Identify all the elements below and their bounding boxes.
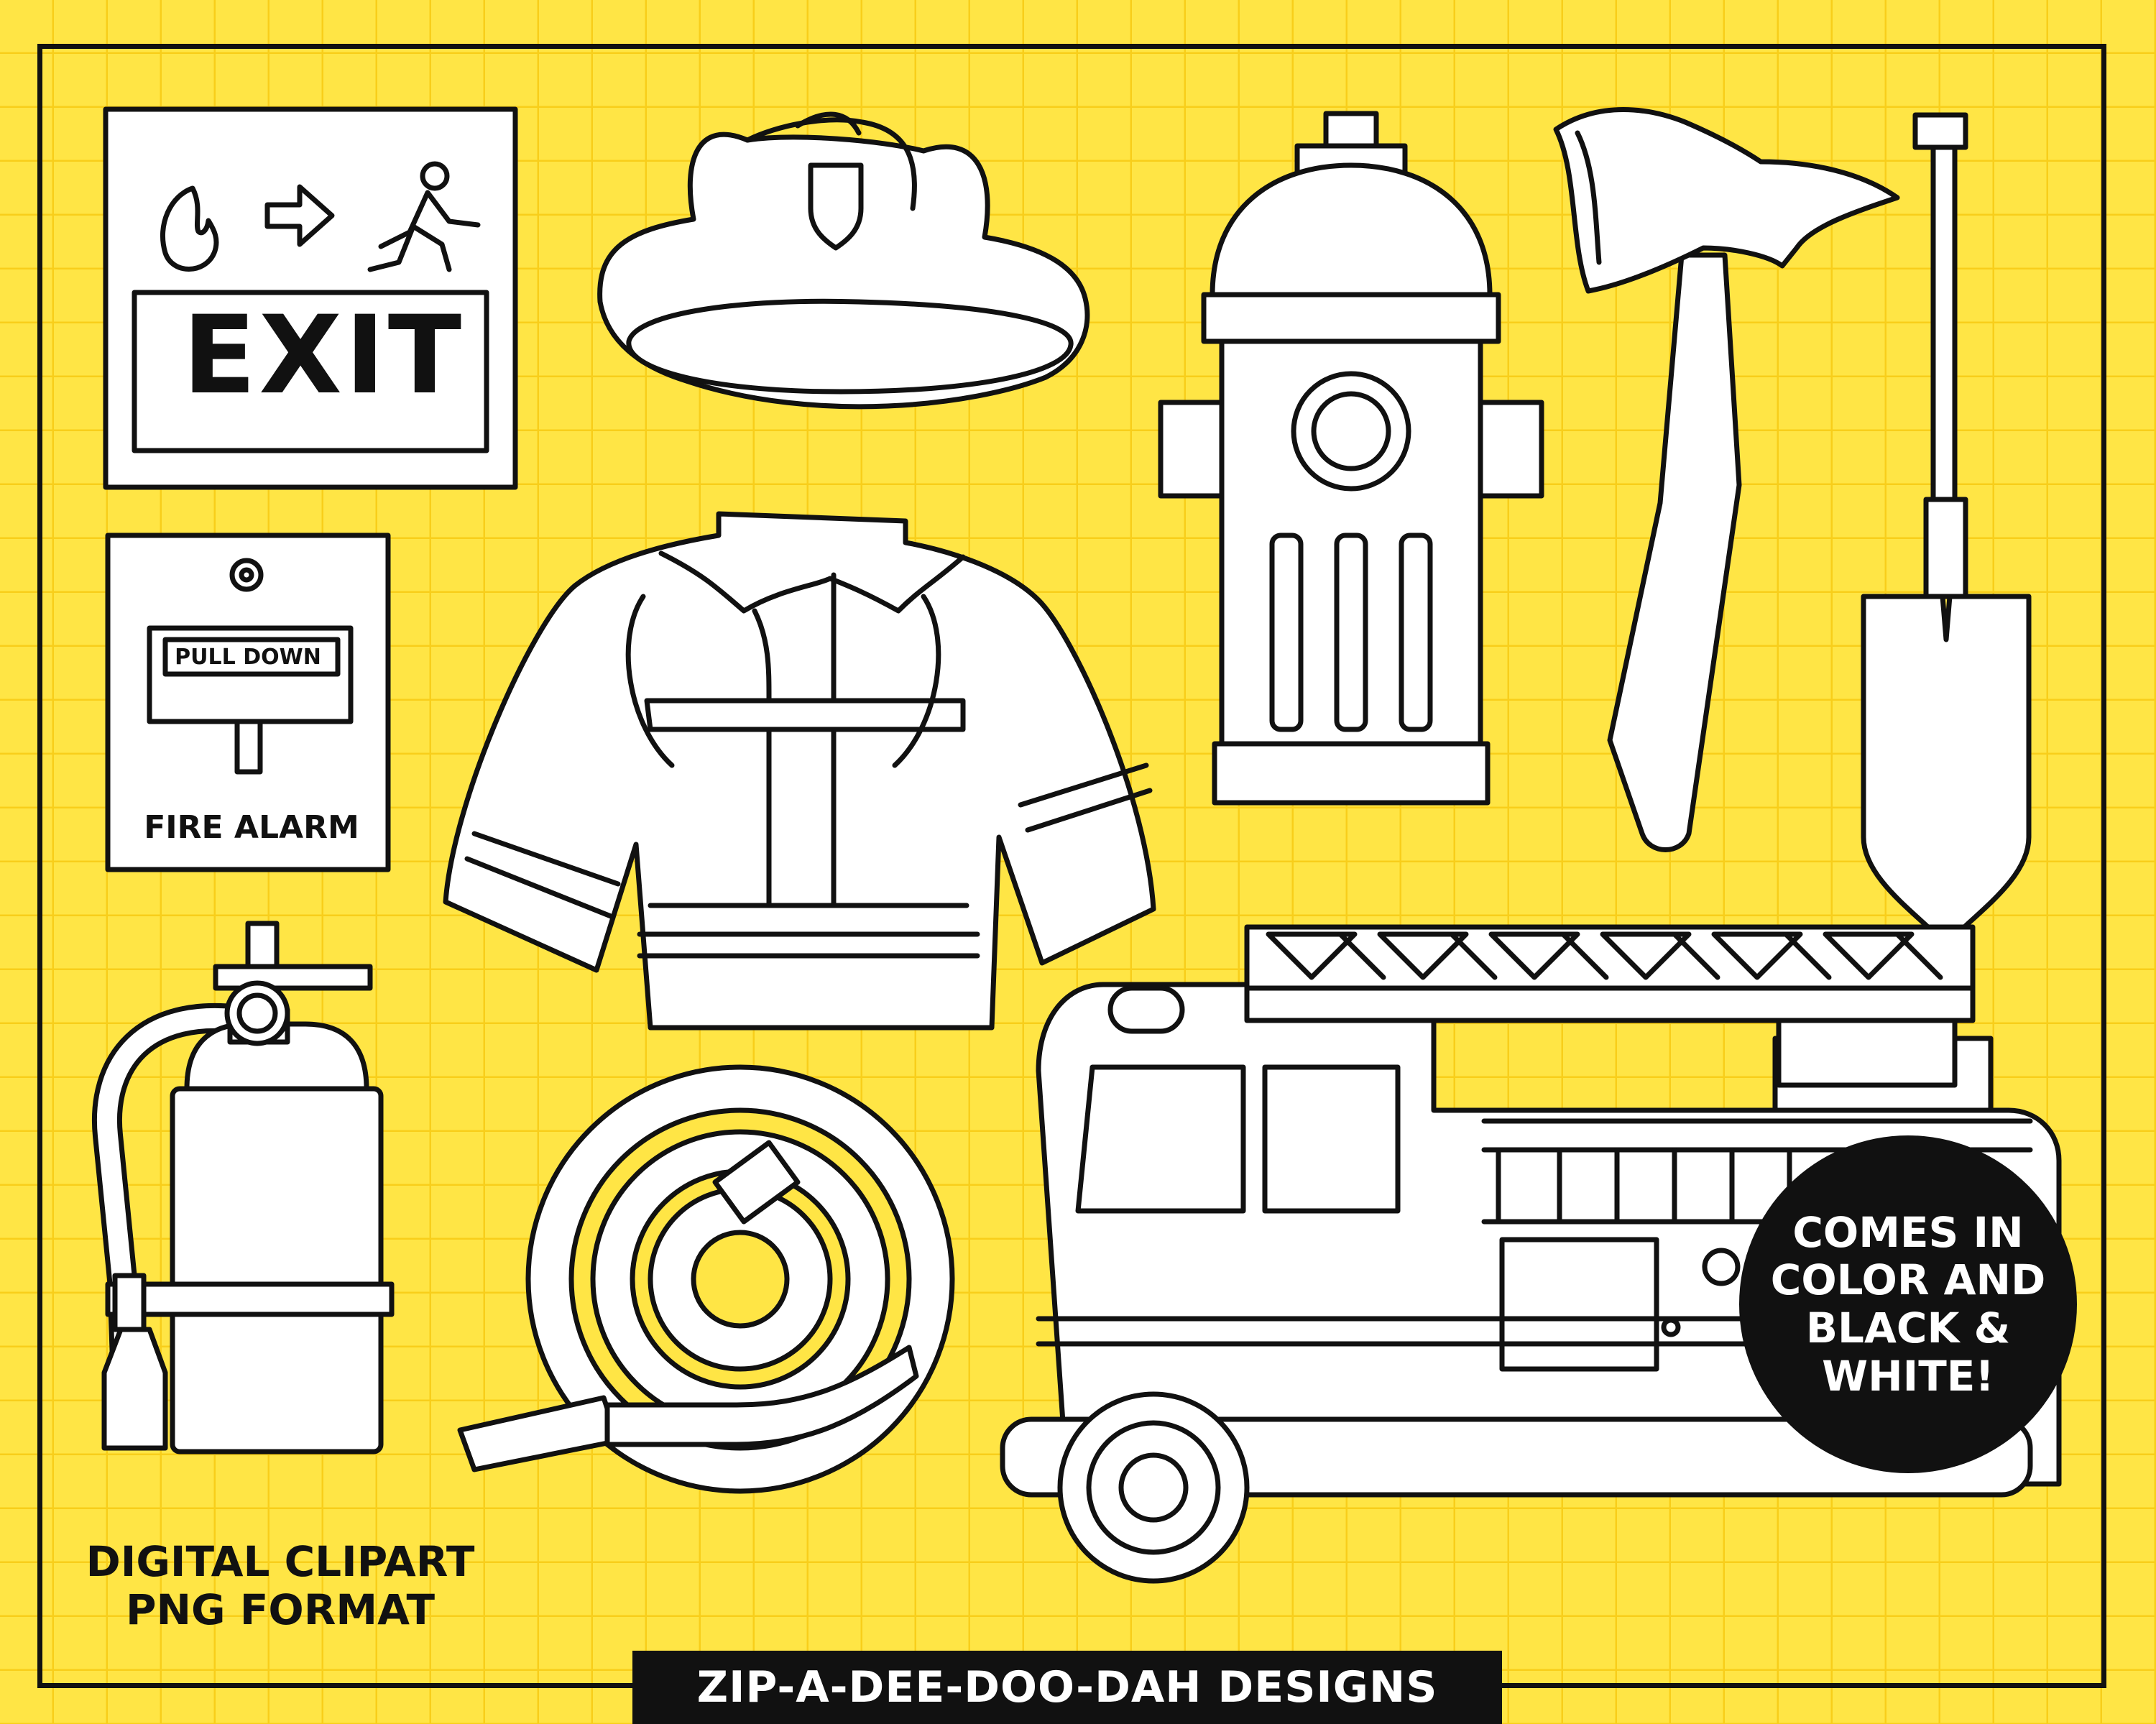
fire-alarm-label: FIRE ALARM	[144, 809, 359, 846]
badge-text: COMES IN COLOR AND BLACK & WHITE!	[1770, 1207, 2046, 1401]
jacket-icon	[443, 511, 1156, 1031]
product-info-line2: PNG FORMAT	[125, 1585, 436, 1634]
brand-bar: ZIP-A-DEE-DOO-DAH DESIGNS	[632, 1651, 1502, 1724]
brand-name: ZIP-A-DEE-DOO-DAH DESIGNS	[696, 1662, 1438, 1713]
exit-sign-icon	[103, 106, 518, 490]
fire-truck-icon	[1000, 924, 2062, 1584]
fire-extinguisher-icon	[92, 921, 395, 1455]
product-info-line1: DIGITAL CLIPART	[86, 1537, 475, 1586]
pull-down-label: PULL DOWN	[175, 645, 321, 670]
hose-icon	[457, 1064, 955, 1494]
exit-label: EXIT	[182, 293, 465, 418]
frame-border	[37, 44, 2106, 1688]
helmet-icon	[597, 111, 1090, 410]
color-options-badge: COMES IN COLOR AND BLACK & WHITE!	[1739, 1135, 2077, 1473]
axe-icon	[1553, 107, 1900, 852]
product-info: DIGITAL CLIPART PNG FORMAT	[65, 1538, 496, 1633]
fire-alarm-icon	[105, 533, 391, 872]
hydrant-icon	[1158, 111, 1544, 806]
